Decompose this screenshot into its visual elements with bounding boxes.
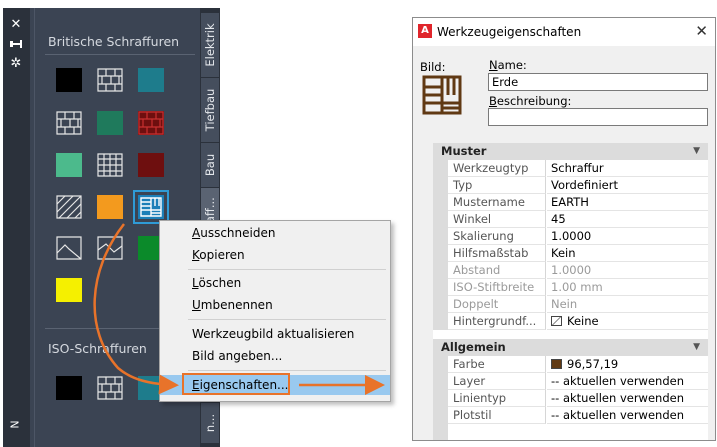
- menu-item-umbenennen[interactable]: Umbenennen: [192, 298, 273, 312]
- autocad-app-icon: A: [418, 24, 432, 38]
- hatch-tool-iso-black[interactable]: [56, 376, 82, 400]
- context-menu: Ausschneiden Kopieren Löschen Umbenennen…: [159, 220, 391, 402]
- hatch-tool-solid-darkred[interactable]: [138, 153, 164, 177]
- property-row[interactable]: Layer-- aktuellen verwenden: [448, 373, 708, 390]
- tool-properties-dialog: A Werkzeugeigenschaften ✕ Bild: Name: Er…: [412, 17, 716, 441]
- category-muster[interactable]: Muster▼: [433, 143, 708, 160]
- hatch-tool-iso-brick[interactable]: [97, 376, 123, 400]
- hatch-tool-solid-teal[interactable]: [138, 68, 164, 92]
- hatch-tool-gradient-white-2[interactable]: [97, 236, 123, 260]
- collapse-icon: ▼: [693, 342, 700, 352]
- menu-item-kopieren[interactable]: Kopieren: [192, 248, 245, 262]
- image-label: Bild:: [420, 60, 446, 74]
- hatch-tool-grid-white[interactable]: [97, 153, 123, 177]
- menu-item-ausschneiden[interactable]: Ausschneiden: [192, 226, 276, 240]
- property-row[interactable]: Hintergrundf... Keine: [448, 313, 708, 330]
- settings-icon[interactable]: ✲: [10, 56, 22, 71]
- menu-separator: [188, 269, 386, 270]
- hatch-tool-brick-red[interactable]: [138, 111, 164, 135]
- hatch-tool-solid-yellow[interactable]: [56, 278, 82, 302]
- description-field[interactable]: [488, 108, 708, 126]
- grid-gutter: [433, 160, 448, 330]
- hatch-tool-solid-green[interactable]: [97, 111, 123, 135]
- palette-title-letter: N: [8, 420, 22, 429]
- pin-icon[interactable]: [8, 38, 24, 52]
- tab-bau[interactable]: Bau: [201, 143, 219, 188]
- close-icon[interactable]: ✕: [10, 17, 22, 32]
- menu-item-werkzeugbild-aktualisieren[interactable]: Werkzeugbild aktualisieren: [192, 327, 355, 341]
- tab-elektrik[interactable]: Elektrik: [201, 13, 219, 78]
- property-row[interactable]: Linientyp-- aktuellen verwenden: [448, 390, 708, 407]
- tab-more[interactable]: n...: [201, 403, 219, 444]
- menu-separator: [188, 319, 386, 320]
- hatch-tool-solid-black[interactable]: [56, 68, 82, 92]
- dialog-title: Werkzeugeigenschaften: [437, 25, 582, 39]
- menu-item-eigenschaften[interactable]: Eigenschaften...: [160, 373, 390, 395]
- name-field[interactable]: Erde: [488, 73, 708, 91]
- dialog-titlebar: A Werkzeugeigenschaften ✕: [413, 18, 715, 46]
- menu-item-bild-angeben[interactable]: Bild angeben...: [192, 349, 283, 363]
- highlight-box: [182, 373, 290, 395]
- grid-gutter: [433, 356, 448, 440]
- name-label: Name:: [489, 58, 527, 72]
- section-title-british: Britische Schraffuren: [48, 34, 180, 49]
- no-color-swatch-icon: [551, 316, 562, 326]
- hatch-tool-brick-white[interactable]: [97, 68, 123, 92]
- tab-tiefbau[interactable]: Tiefbau: [201, 78, 219, 143]
- earth-pattern-preview[interactable]: [422, 75, 462, 115]
- hatch-tool-diagonal-lines[interactable]: [56, 195, 82, 219]
- property-row[interactable]: Plotstil-- aktuellen verwenden: [448, 407, 708, 424]
- hatch-tool-gradient-white[interactable]: [56, 236, 82, 260]
- section-divider: [45, 54, 195, 55]
- hatch-tool-brick-white-2[interactable]: [56, 111, 82, 135]
- property-row[interactable]: Farbe 96,57,19: [448, 356, 708, 373]
- close-icon[interactable]: ✕: [695, 22, 708, 40]
- palette-titlebar-strip: ✕ ✲ N: [3, 8, 30, 447]
- menu-separator: [188, 370, 386, 371]
- description-label: Beschreibung:: [489, 94, 572, 108]
- menu-item-loeschen[interactable]: Löschen: [192, 276, 242, 290]
- section-title-iso: ISO-Schraffuren: [48, 341, 147, 356]
- category-allgemein[interactable]: Allgemein▼: [433, 339, 708, 356]
- hatch-tool-solid-lightgreen[interactable]: [56, 153, 82, 177]
- hatch-tool-earth-selected[interactable]: [133, 190, 169, 224]
- collapse-icon: ▼: [693, 146, 700, 156]
- color-swatch-icon: [551, 359, 562, 369]
- hatch-tool-solid-orange[interactable]: [97, 195, 123, 219]
